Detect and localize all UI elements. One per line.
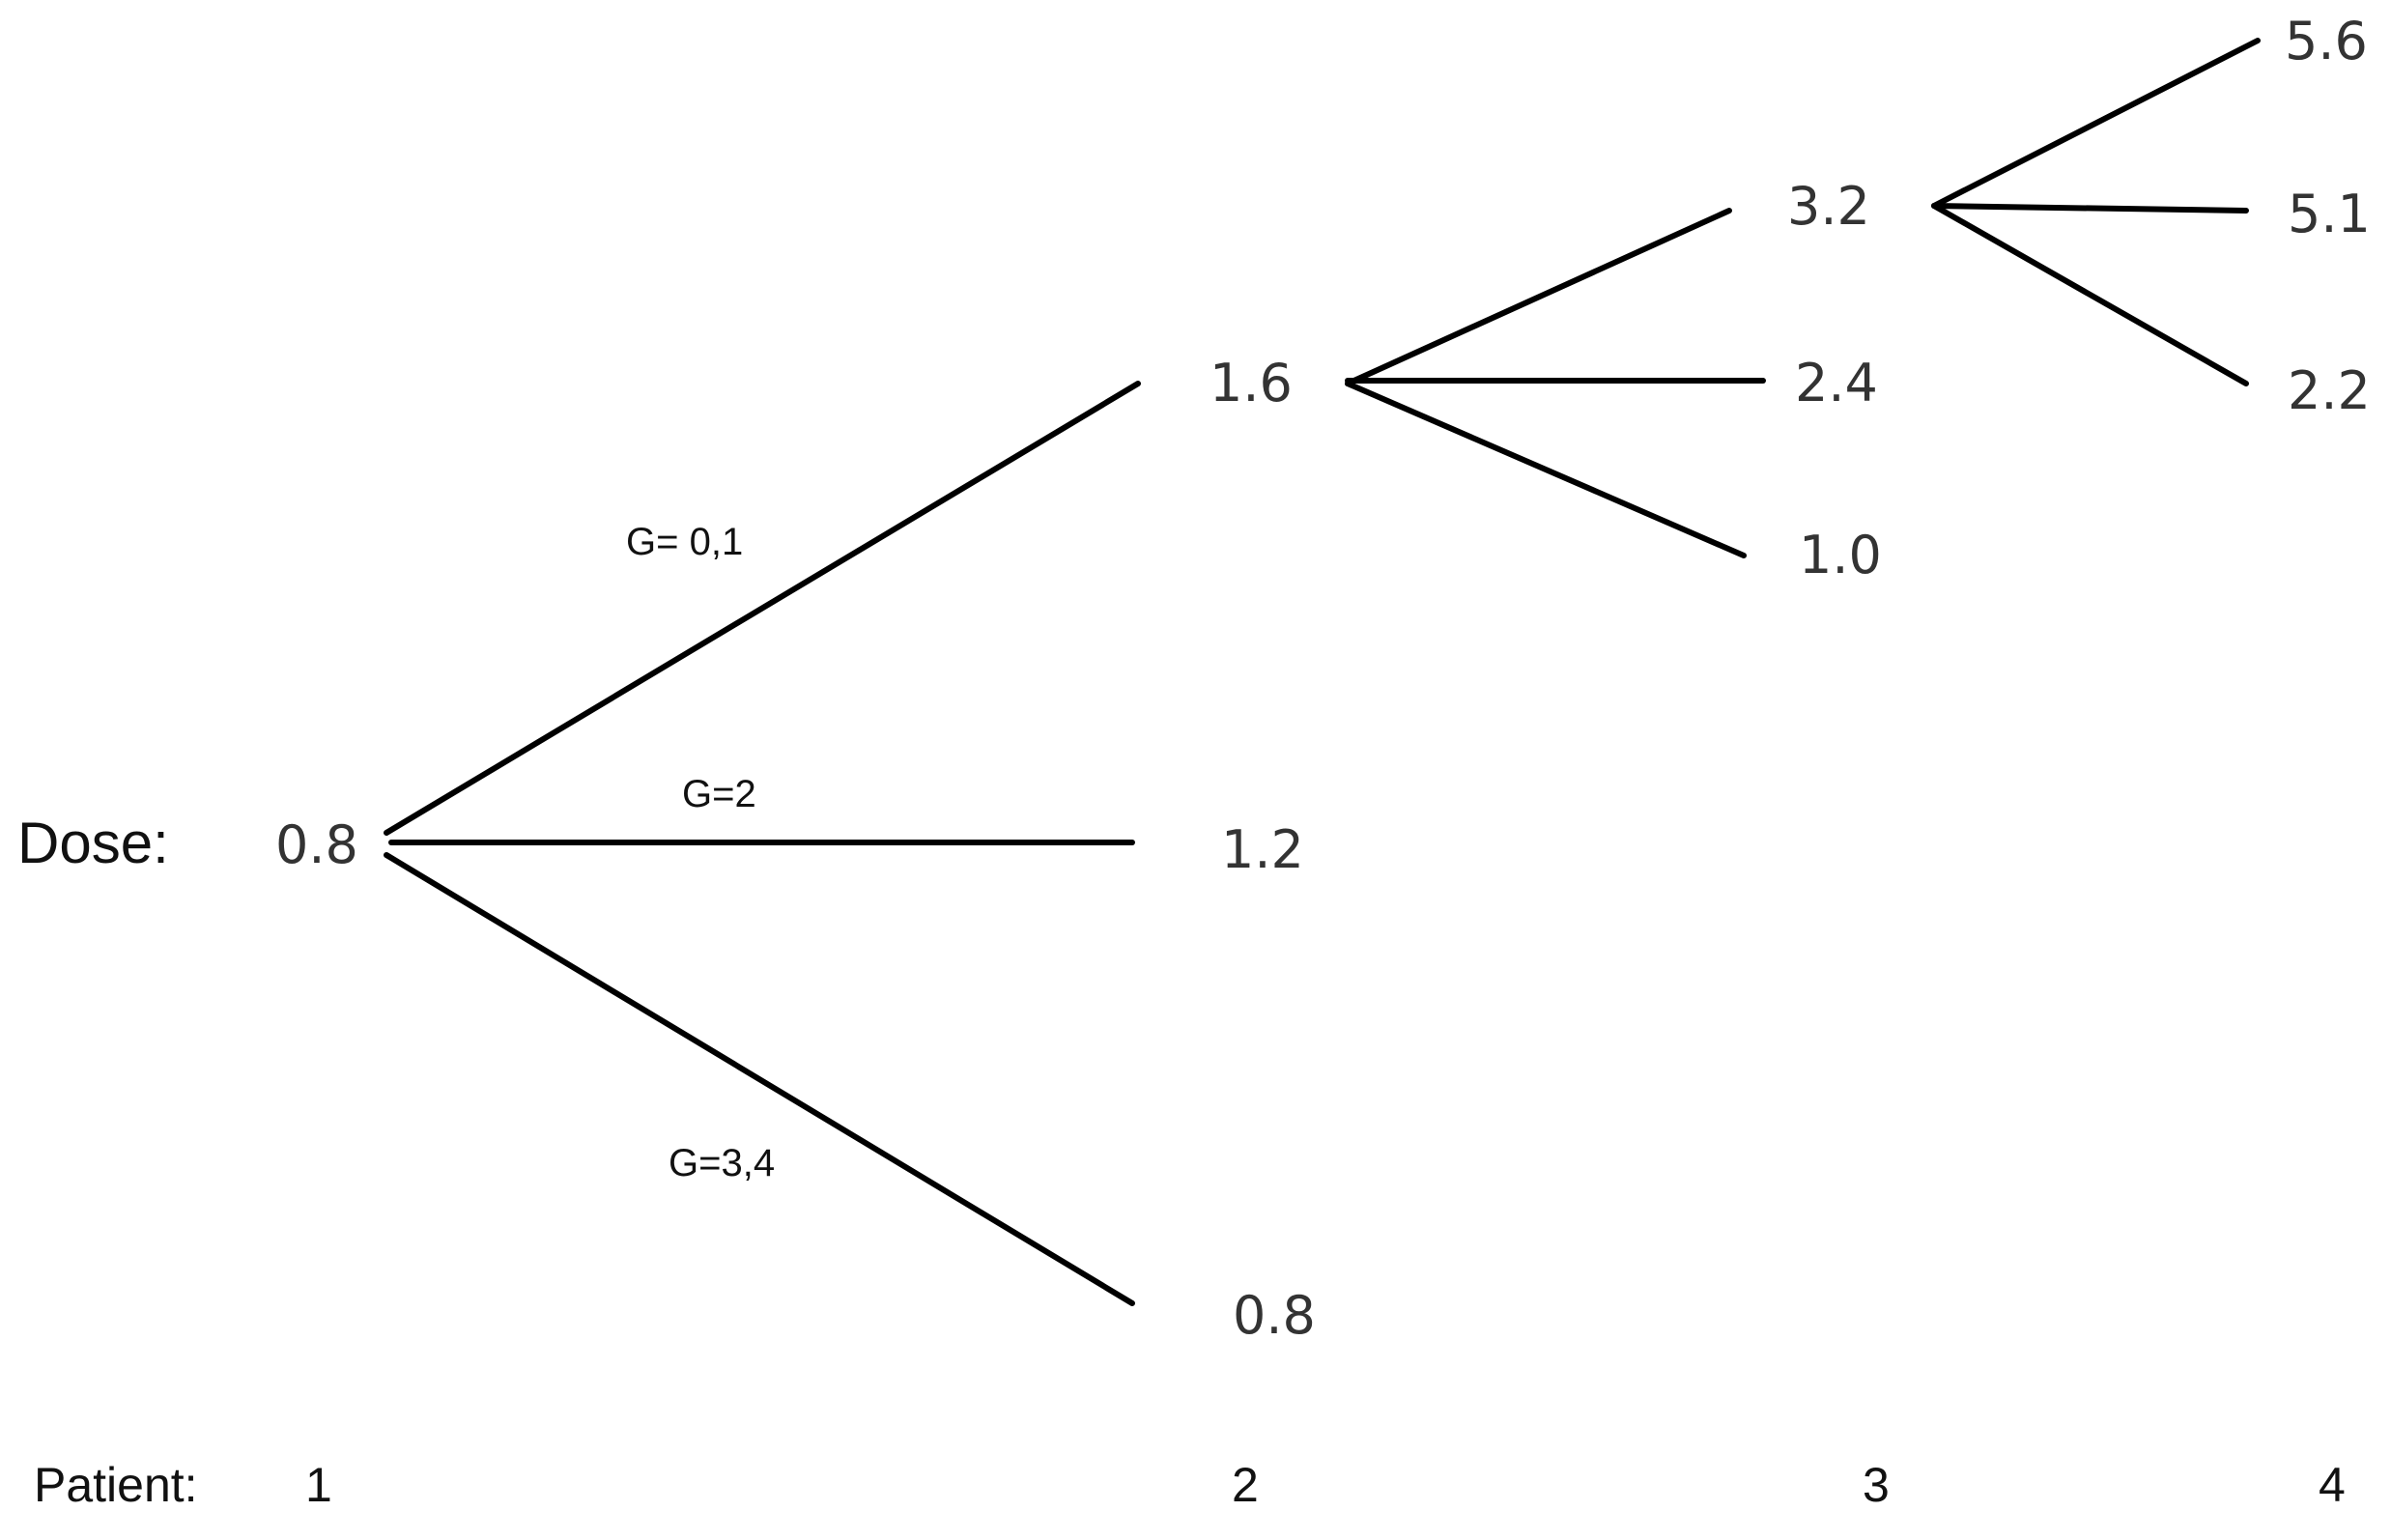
patient-label: Patient: [34,1458,198,1512]
dose-node-p2-high: 1.6 [1210,353,1293,414]
dose-node-p4-low: 2.2 [2288,360,2371,421]
patient-number-4: 4 [2319,1458,2346,1512]
dose-node-p3-high: 3.2 [1787,176,1870,237]
edge-root-to-low [384,852,1135,1306]
dose-node-p3-low: 1.0 [1799,525,1882,585]
patient-number-1: 1 [305,1458,332,1512]
edge-root-to-high [384,381,1141,836]
edge-p3-to-high [1931,38,2261,209]
edge-label-up: G= 0,1 [626,521,744,563]
dose-node-p4-mid: 5.1 [2288,184,2371,244]
edge-p3-to-mid [1931,203,2249,214]
dose-node-p4-high: 5.6 [2285,11,2368,71]
patient-number-2: 2 [1232,1458,1259,1512]
dose-node-root: 0.8 [275,814,358,875]
edge-label-mid: G=2 [682,773,756,815]
edge-p2-to-low [1345,381,1747,558]
patient-number-3: 3 [1863,1458,1890,1512]
edge-label-down: G=3,4 [669,1142,776,1184]
edge-p3-to-low [1931,203,2249,386]
dose-label: Dose: [17,811,169,875]
dose-node-p2-mid: 1.2 [1221,819,1304,880]
edge-p2-to-high [1345,208,1732,386]
dose-node-p2-low: 0.8 [1233,1285,1316,1346]
dose-node-p3-mid: 2.4 [1795,353,1878,414]
